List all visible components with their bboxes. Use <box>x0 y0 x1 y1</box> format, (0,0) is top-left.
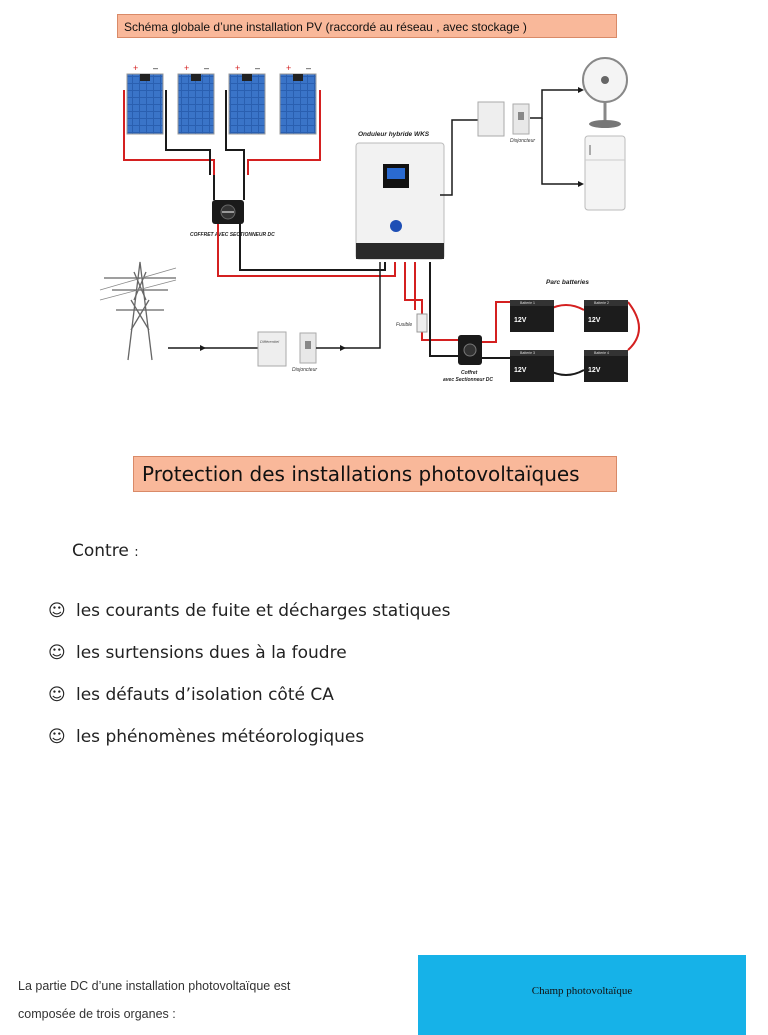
svg-text:+: + <box>184 63 189 73</box>
grid-lines <box>99 267 177 301</box>
protection-list: ☺ les courants de fuite et décharges stat… <box>48 590 450 758</box>
dc-part-line-1: La partie DC d’une installation photovol… <box>18 979 291 993</box>
pv-installation-diagram: +– +– +– +– COFFRET AVEC SEC <box>99 57 640 383</box>
svg-text:–: – <box>153 63 158 73</box>
differential-icon <box>477 101 505 137</box>
fuse-icon <box>416 313 428 333</box>
differential-label: Différentiel <box>260 339 279 344</box>
battery-name-label: Batterie 2 <box>594 301 609 305</box>
coffret-sectionneur-icon <box>458 335 482 365</box>
svg-text:+: + <box>133 63 138 73</box>
smiley-icon: ☺ <box>48 685 66 705</box>
contre-colon: : <box>134 545 139 560</box>
smiley-icon: ☺ <box>48 601 66 621</box>
list-item: ☺ les phénomènes météorologiques <box>48 716 450 758</box>
parc-batteries-label: Parc batteries <box>546 279 589 286</box>
battery-icon: 12V Batterie 2 <box>584 300 628 332</box>
coffret-sectionneur-label-2: avec Sectionneur DC <box>443 377 493 383</box>
list-item-text: les phénomènes météorologiques <box>76 727 365 747</box>
svg-text:–: – <box>204 63 209 73</box>
champ-photovoltaique-box: Champ photovoltaïque <box>418 955 746 1035</box>
smiley-icon: ☺ <box>48 643 66 663</box>
svg-text:+: + <box>235 63 240 73</box>
breaker-icon <box>512 103 530 135</box>
disjoncteur-top-label: Disjoncteur <box>510 138 535 144</box>
diagram-title: Schéma globale d’une installation PV (ra… <box>117 14 617 38</box>
battery-voltage-label: 12V <box>514 367 527 374</box>
battery-name-label: Batterie 3 <box>520 351 535 355</box>
panel-wiring <box>123 90 321 200</box>
breaker-icon <box>299 332 317 364</box>
list-item-text: les défauts d’isolation côté CA <box>76 685 334 705</box>
contre-label: Contre <box>72 541 129 561</box>
battery-icon: 12V Batterie 1 <box>510 300 554 332</box>
solar-panel-icon: +– <box>126 63 164 135</box>
coffret-dc-icon <box>212 200 244 224</box>
differential-icon <box>257 331 287 367</box>
list-item: ☺ les défauts d’isolation côté CA <box>48 674 450 716</box>
fan-icon <box>582 57 628 128</box>
coffret-sectionneur-label-1: Coffret <box>461 370 478 376</box>
list-item: ☺ les courants de fuite et décharges stat… <box>48 590 450 632</box>
inverter-icon <box>355 142 445 260</box>
solar-panel-icon: +– <box>177 63 215 135</box>
battery-voltage-label: 12V <box>514 317 527 324</box>
power-pylon-icon <box>104 261 176 361</box>
svg-text:+: + <box>286 63 291 73</box>
section-title: Protection des installations photovoltaï… <box>133 456 617 492</box>
contre-heading: Contre : <box>72 541 139 561</box>
svg-text:–: – <box>255 63 260 73</box>
svg-text:–: – <box>306 63 311 73</box>
battery-name-label: Batterie 1 <box>520 301 535 305</box>
solar-panel-icon: +– <box>279 63 317 135</box>
battery-name-label: Batterie 4 <box>594 351 609 355</box>
dc-part-text: La partie DC d’une installation photovol… <box>18 972 358 1028</box>
list-item-text: les courants de fuite et décharges stati… <box>76 601 451 621</box>
battery-icon: 12V Batterie 4 <box>584 350 628 382</box>
fridge-icon <box>584 135 626 211</box>
disjoncteur-bottom-label: Disjoncteur <box>292 367 317 373</box>
battery-voltage-label: 12V <box>588 317 601 324</box>
fusible-label: Fusible <box>396 322 412 328</box>
smiley-icon: ☺ <box>48 727 66 747</box>
battery-icon: 12V Batterie 3 <box>510 350 554 382</box>
battery-voltage-label: 12V <box>588 367 601 374</box>
solar-panels: +– +– +– +– <box>126 63 317 135</box>
solar-panel-icon: +– <box>228 63 266 135</box>
list-item-text: les surtensions dues à la foudre <box>76 643 347 663</box>
onduleur-label: Onduleur hybride WKS <box>358 131 430 138</box>
dc-part-line-2: composée de trois organes : <box>18 1007 176 1021</box>
list-item: ☺ les surtensions dues à la foudre <box>48 632 450 674</box>
coffret-dc-label: COFFRET AVEC SECTIONNEUR DC <box>190 232 275 238</box>
